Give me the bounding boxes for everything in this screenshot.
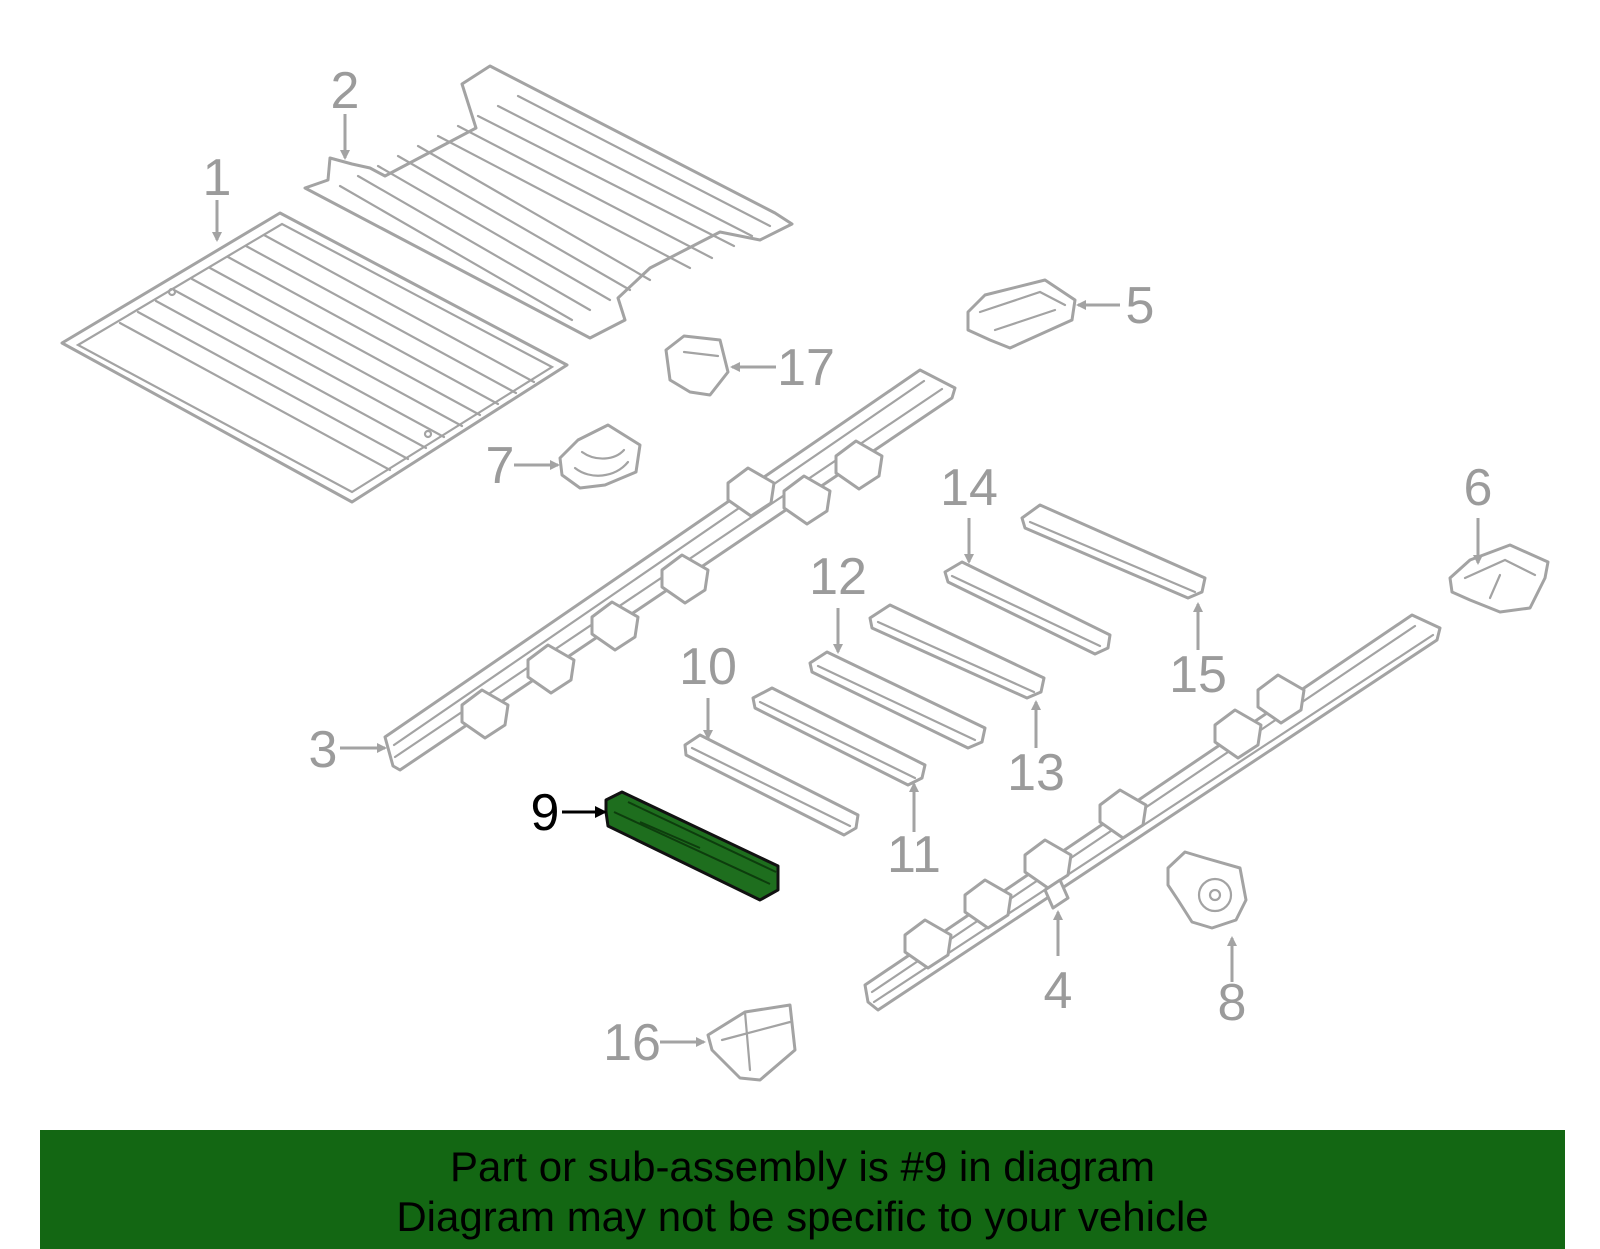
callout-3[interactable]: 3 (309, 721, 338, 779)
part-15-crossmember[interactable] (1020, 503, 1207, 600)
callout-15[interactable]: 15 (1169, 646, 1227, 704)
callout-1[interactable]: 1 (203, 149, 232, 207)
part-16-bracket[interactable] (706, 1003, 797, 1082)
callout-17[interactable]: 17 (777, 339, 835, 397)
callout-4[interactable]: 4 (1044, 962, 1073, 1020)
part-8-mount[interactable] (1166, 850, 1248, 930)
banner-line-2: Diagram may not be specific to your vehi… (396, 1193, 1209, 1240)
part-6-bracket[interactable] (1448, 543, 1550, 614)
info-banner: Part or sub-assembly is #9 in diagram Di… (40, 1130, 1565, 1249)
part-3-side-rail[interactable] (383, 368, 957, 772)
callout-16[interactable]: 16 (603, 1014, 661, 1072)
part-10-crossmember[interactable] (683, 733, 860, 837)
callout-2[interactable]: 2 (331, 62, 360, 120)
callout-8[interactable]: 8 (1218, 974, 1247, 1032)
callout-11[interactable]: 11 (887, 826, 941, 884)
callout-labels: 1 2 3 4 5 6 7 8 9 10 11 12 13 14 15 16 1… (203, 62, 1493, 1072)
part-17-bracket[interactable] (664, 334, 730, 397)
part-14-crossmember[interactable] (943, 560, 1112, 656)
callout-14[interactable]: 14 (940, 459, 998, 517)
part-11-crossmember[interactable] (751, 686, 927, 787)
callout-7[interactable]: 7 (486, 437, 515, 495)
callout-13[interactable]: 13 (1007, 744, 1065, 802)
callout-12[interactable]: 12 (809, 548, 867, 606)
callout-9[interactable]: 9 (531, 784, 560, 842)
callout-arrows (212, 114, 1483, 1047)
part-12-crossmember[interactable] (808, 650, 987, 750)
part-1-floor-pan[interactable] (60, 211, 569, 504)
callout-6[interactable]: 6 (1464, 459, 1493, 517)
part-13-crossmember[interactable] (868, 603, 1046, 700)
banner-line-1: Part or sub-assembly is #9 in diagram (450, 1143, 1155, 1190)
part-4-side-rail[interactable] (863, 613, 1442, 1012)
part-5-bracket[interactable] (966, 278, 1077, 350)
part-2-floor-pan[interactable] (303, 64, 794, 340)
callout-10[interactable]: 10 (679, 638, 737, 696)
callout-5[interactable]: 5 (1126, 277, 1155, 335)
part-9-crossmember[interactable] (604, 790, 780, 902)
part-7-mount[interactable] (558, 423, 642, 490)
